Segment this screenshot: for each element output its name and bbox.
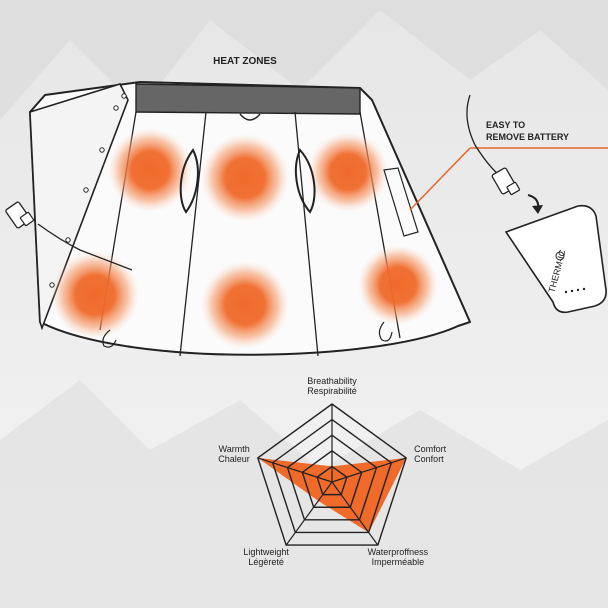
usb-plug-icon [5,201,35,229]
radar-ring-3 [286,434,378,521]
radar-ring-4 [271,418,393,534]
vest-waistband [135,83,361,115]
radar-spoke-2 [331,481,379,546]
heat-zone-bottom-left [51,251,139,339]
snap-buttons [49,93,127,288]
hanger-loop [239,113,261,121]
radar-chart: BreathabilityRespirabilitéComfortConfort… [218,376,446,567]
battery-pack: THERM-IC [504,204,607,314]
callout-line [409,147,471,211]
armhole-right [294,148,316,214]
drawcord-left [102,329,117,348]
battery-leds [564,287,586,294]
heat-zones-title: HEAT ZONES [213,56,277,67]
heat-zone-top-center [201,134,289,222]
radar-spoke-4 [257,457,333,483]
radar-ring-2 [301,449,363,508]
radar-axis-label-4-2: Chaleur [218,454,250,464]
radar-axis-label-4-1: Warmth [219,444,250,454]
power-icon [555,251,565,261]
battery-callout: EASY TO REMOVE BATTERY [409,120,608,211]
radar-axis-label-2-1: Waterproffness [368,547,429,557]
radar-axis-label-0-2: Respirabilité [307,386,357,396]
radar-spoke-1 [331,457,407,483]
internal-cable [37,223,133,271]
radar-axis-label-0-1: Breathability [307,376,357,386]
radar-axis-label-1-1: Comfort [414,444,447,454]
callout-line2: REMOVE BATTERY [486,132,569,142]
heat-zone-bottom-center [201,261,289,349]
usb-connector-icon [491,167,521,196]
drawcord-right [378,321,393,342]
vest-illustration [5,81,471,357]
armhole-left [179,148,199,214]
radar-axis-label-2-2: Imperméable [372,557,425,567]
callout-line1: EASY TO [486,120,525,130]
heat-zone-top-right [308,132,388,212]
radar-spoke-3 [285,481,333,546]
vest-left-placket [29,83,129,331]
battery-pocket [383,167,419,237]
heat-zone-bottom-right [358,245,438,325]
radar-axis-label-3-2: Légèreté [248,557,284,567]
radar-axis-label-3-1: Lightweight [243,547,289,557]
insert-arrow-head [532,205,543,214]
heat-zone-top-left [108,128,192,212]
radar-axis-label-1-2: Confort [414,454,444,464]
radar-ring-5 [256,403,408,546]
radar-ring-1 [316,465,348,496]
seam-2 [179,111,207,357]
heat-zones [51,128,438,349]
